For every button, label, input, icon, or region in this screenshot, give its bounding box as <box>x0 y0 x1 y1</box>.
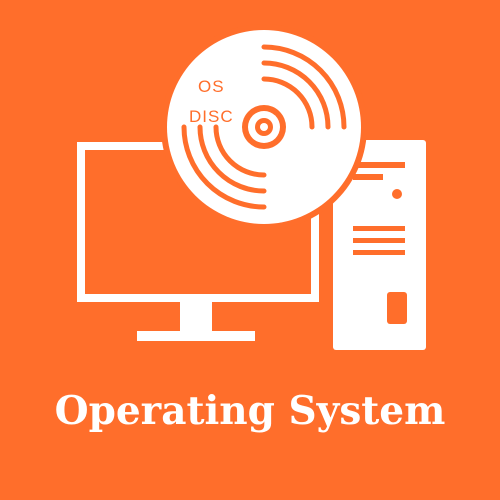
tower-indicator <box>387 292 407 324</box>
disc-groove <box>261 44 347 130</box>
disc-groove <box>197 124 267 194</box>
tower-vent-line <box>353 238 405 243</box>
disc-groove <box>213 124 267 178</box>
disc-groove <box>261 60 331 130</box>
computer-tower-icon <box>333 140 426 350</box>
disc-groove <box>181 124 267 210</box>
disc-groove <box>261 76 315 130</box>
cd-disc-icon: OS DISC <box>161 24 367 230</box>
disc-label-line1: OS <box>198 77 225 96</box>
monitor-base <box>137 331 255 341</box>
disc-center-hole <box>260 123 268 131</box>
monitor-neck <box>180 302 212 335</box>
tower-power-button <box>392 189 402 199</box>
disc-label-line2: DISC <box>189 107 234 126</box>
tower-drive-slot <box>353 174 383 180</box>
tower-vent-line <box>353 226 405 231</box>
tower-drive-slot <box>353 162 405 168</box>
page-title: Operating System <box>54 388 446 434</box>
tower-vent-line <box>353 250 405 255</box>
